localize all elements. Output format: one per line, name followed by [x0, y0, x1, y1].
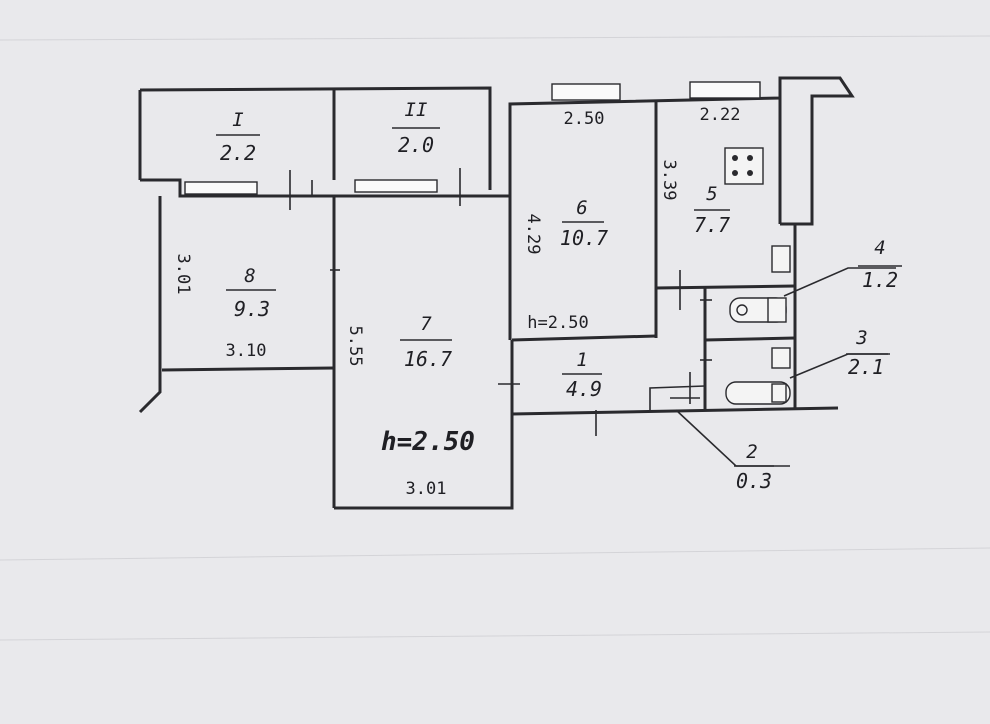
room-area: 4.9	[566, 377, 602, 401]
room-area: 2.0	[398, 133, 434, 157]
room-number: 3	[855, 327, 867, 349]
stove-icon	[724, 147, 764, 185]
room-number: 1	[576, 349, 587, 371]
dimension-label: 3.01	[406, 479, 447, 499]
room-area: 1.2	[862, 268, 898, 292]
room-area: 0.3	[736, 469, 772, 493]
room-number: 7	[420, 313, 432, 335]
room-area: 10.7	[560, 226, 608, 250]
room-number: 5	[706, 183, 717, 205]
room-area: 7.7	[694, 213, 730, 237]
windows	[184, 81, 761, 210]
dimension-label: 3.10	[226, 341, 267, 361]
sink-icon	[771, 245, 791, 369]
dimension-label: 2.50	[564, 109, 605, 129]
room-area: 16.7	[404, 347, 452, 371]
dimension-label: 3.01	[173, 254, 193, 295]
room-number: 6	[576, 197, 587, 219]
room-number: 2	[746, 441, 757, 463]
dimension-label: 5.55	[345, 326, 365, 367]
dimension-label: 4.29	[523, 214, 543, 255]
room-number: 4	[874, 237, 885, 259]
room-area: 2.1	[848, 355, 884, 379]
room-number: I	[232, 109, 243, 131]
room-area: 9.3	[234, 297, 270, 321]
walls	[138, 76, 855, 510]
bathtub-icon	[725, 381, 791, 405]
toilet-icon	[729, 297, 787, 323]
door-marks	[330, 269, 712, 436]
dimension-label: 3.39	[659, 160, 679, 201]
room-number: 8	[244, 265, 255, 287]
room-area: 2.2	[220, 141, 256, 165]
dimension-label: h=2.50	[381, 427, 475, 457]
paper-background	[0, 35, 990, 641]
dimension-label: h=2.50	[527, 313, 588, 333]
dimension-label: 2.22	[700, 105, 741, 125]
room-number: II	[405, 99, 428, 121]
